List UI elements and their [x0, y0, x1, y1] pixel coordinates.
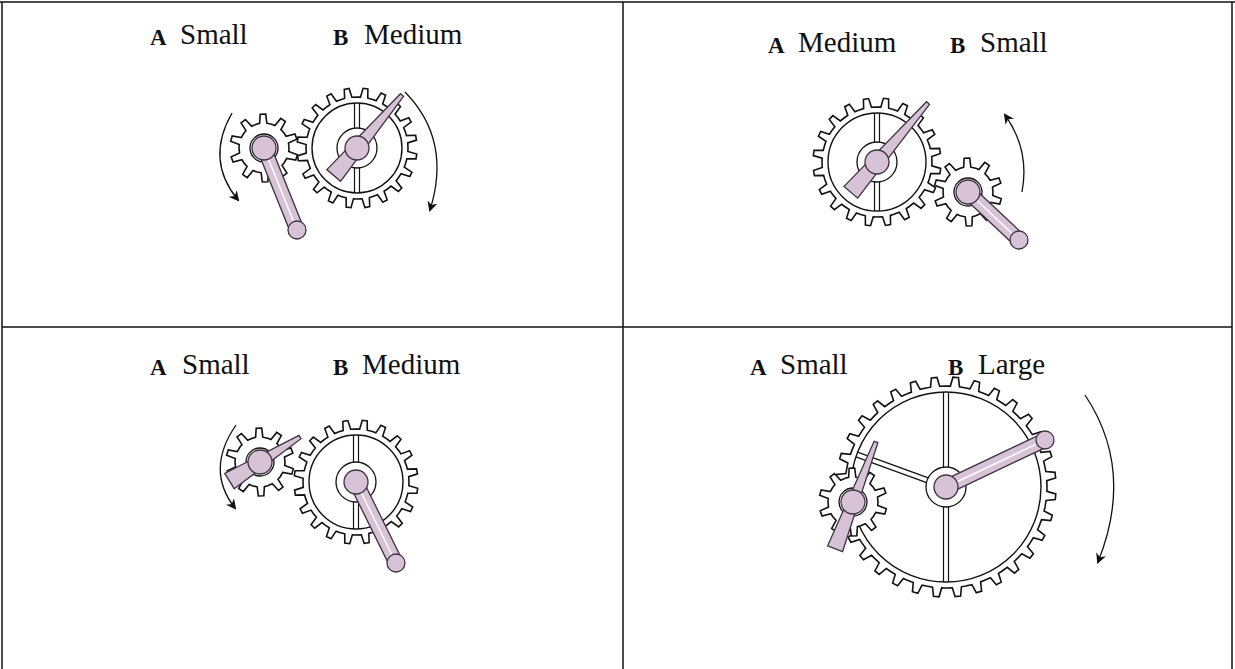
gear — [294, 420, 417, 543]
gear-size-label: Medium — [364, 20, 462, 49]
crank-handle — [934, 431, 1054, 499]
gear — [297, 88, 416, 207]
gear-size-label: Small — [780, 350, 848, 379]
gear-letter: A — [750, 352, 767, 379]
gear — [231, 114, 298, 182]
gear-letter: A — [768, 30, 785, 57]
gear-letter: B — [948, 352, 963, 379]
gear — [813, 98, 940, 225]
pointer-hand — [828, 441, 878, 551]
rotation-arrow — [220, 92, 1114, 562]
gear-letter: B — [950, 30, 965, 57]
gear-letter: A — [150, 352, 167, 379]
crank-handle — [252, 136, 306, 239]
gear — [820, 468, 887, 536]
crank-handle — [344, 470, 405, 572]
gear-size-label: Large — [978, 350, 1045, 379]
crank-handle — [956, 180, 1028, 249]
gear-size-label: Small — [180, 20, 248, 49]
gear-size-label: Medium — [798, 28, 896, 57]
gear-group — [225, 88, 1056, 596]
gear-letter: B — [333, 22, 348, 49]
gear-letter: A — [150, 22, 167, 49]
pointer-hand — [844, 102, 929, 198]
gear-letter: B — [333, 352, 348, 379]
gear-size-label: Small — [182, 350, 250, 379]
gear-size-label: Medium — [362, 350, 460, 379]
pointer-hand — [327, 94, 404, 182]
gear-size-label: Small — [980, 28, 1048, 57]
pointer-hand — [225, 435, 301, 488]
